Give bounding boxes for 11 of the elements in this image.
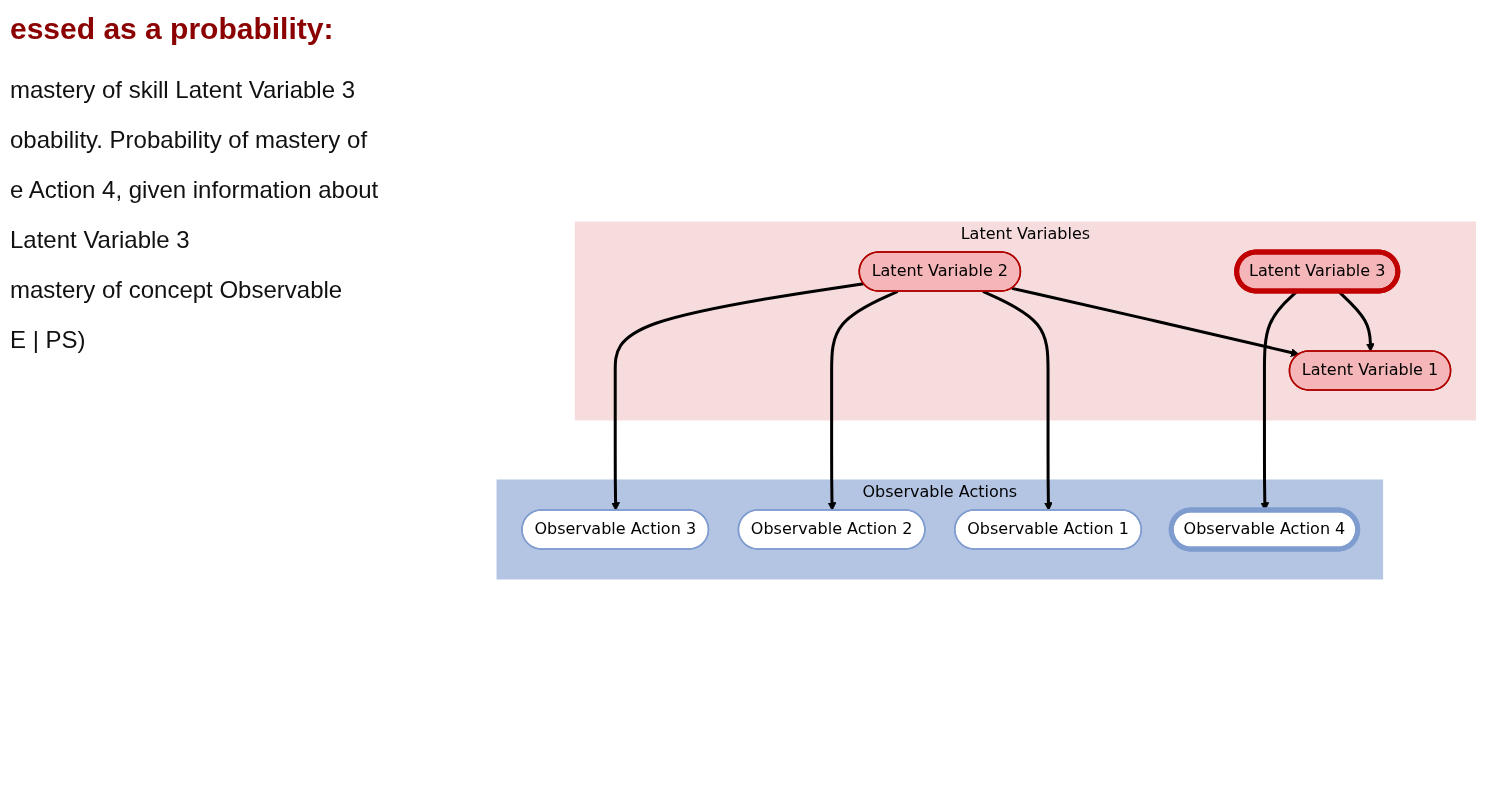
body-text: E | PS) (10, 326, 87, 354)
body-text: e Action 4, given information about (10, 176, 380, 204)
body-text: mastery of concept Observable (10, 276, 344, 304)
heading: essed as a probability: (10, 12, 335, 46)
body-text: Latent Variable 3 (10, 226, 191, 254)
arrow (982, 289, 1053, 511)
arrow (1011, 286, 1300, 357)
body-text: mastery of skill Latent Variable 3 (10, 76, 357, 104)
arrow (611, 281, 865, 511)
body-text: obability. Probability of mastery of (10, 126, 369, 154)
arrow (827, 289, 899, 511)
